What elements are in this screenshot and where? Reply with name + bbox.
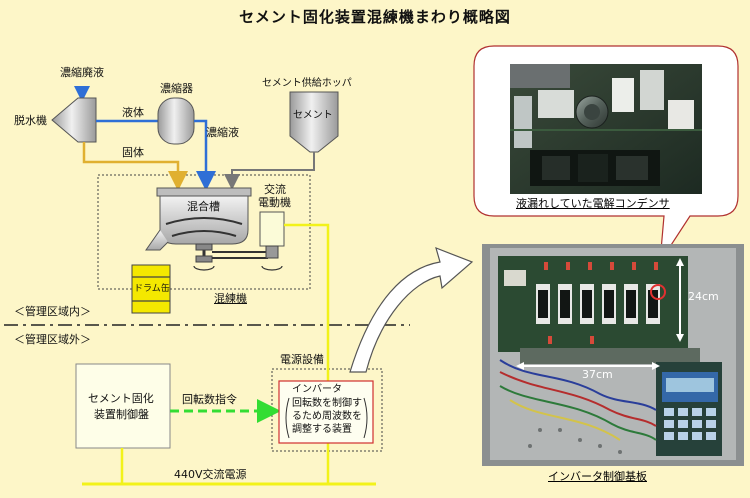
mixing-tank-lid — [156, 187, 252, 197]
motor-power-line — [284, 223, 330, 453]
control-panel-label-2: 装置制御盤 — [94, 408, 149, 421]
shaft-pulley-top — [195, 243, 213, 251]
photo-pointer-arrow — [349, 247, 474, 373]
power-equipment-label: 電源設備 — [280, 353, 324, 366]
hopper-label: セメント供給ホッパ — [262, 78, 352, 89]
motor-pulley — [265, 245, 279, 259]
drum-label: ドラム缶 — [134, 284, 170, 294]
board-width-label: 37cm — [582, 368, 613, 381]
solid-label: 固体 — [122, 146, 144, 159]
rotation-mark-motor — [261, 265, 283, 271]
capacitor-caption: 液漏れしていた電解コンデンサ — [516, 197, 670, 210]
capacitor-photo — [510, 64, 702, 194]
liquid-label: 液体 — [122, 106, 144, 119]
ac-motor-label-2: 電動機 — [258, 196, 291, 209]
discharge-chute — [145, 229, 169, 251]
inverter-desc-3: 調整する装置 — [292, 424, 352, 435]
ac-motor-label-1: 交流 — [264, 183, 286, 196]
concentrator-label: 濃縮器 — [160, 82, 193, 95]
control-panel-box — [75, 363, 171, 449]
mixer-label: 混練機 — [214, 292, 247, 305]
power-supply-label: 440V交流電源 — [174, 468, 247, 481]
inverter-title: インバータ — [292, 384, 342, 395]
hopper-shape — [289, 91, 339, 153]
rotation-mark-mixer — [193, 265, 215, 271]
dewaterer-shape — [51, 97, 97, 143]
inverter-board-photo — [482, 244, 744, 466]
concentrate-label: 濃縮液 — [206, 126, 239, 139]
inverter-box — [278, 380, 374, 444]
mixing-tank-label: 混合槽 — [187, 200, 220, 213]
shaft-pulley-bottom — [195, 255, 213, 263]
ac-motor-shape — [259, 211, 285, 247]
control-panel-label-1: セメント固化 — [88, 392, 154, 405]
solid-line — [82, 142, 188, 191]
page-title: セメント固化装置混練機まわり概略図 — [239, 8, 511, 26]
mixing-blade-lower — [171, 230, 237, 237]
concentrated-waste-label: 濃縮廃液 — [60, 66, 104, 79]
board-caption: インバータ制御基板 — [548, 470, 647, 483]
inverter-desc-1: 回転数を制御す — [292, 398, 362, 409]
inverter-desc-2: るため周波数を — [292, 411, 362, 422]
board-height-label: 24cm — [688, 290, 719, 303]
dewaterer-label: 脱水機 — [14, 114, 47, 127]
concentrate-line — [194, 119, 216, 191]
area-inside-label: ＜管理区域内＞ — [14, 305, 91, 318]
area-outside-label: ＜管理区域外＞ — [14, 333, 91, 346]
concentrator-shape — [157, 97, 195, 145]
rpm-command-label: 回転数指令 — [182, 393, 237, 406]
drum-shape — [131, 264, 171, 314]
mixing-blade-upper — [165, 217, 243, 225]
cement-feed-line — [224, 152, 315, 190]
cement-label: セメント — [293, 110, 333, 121]
